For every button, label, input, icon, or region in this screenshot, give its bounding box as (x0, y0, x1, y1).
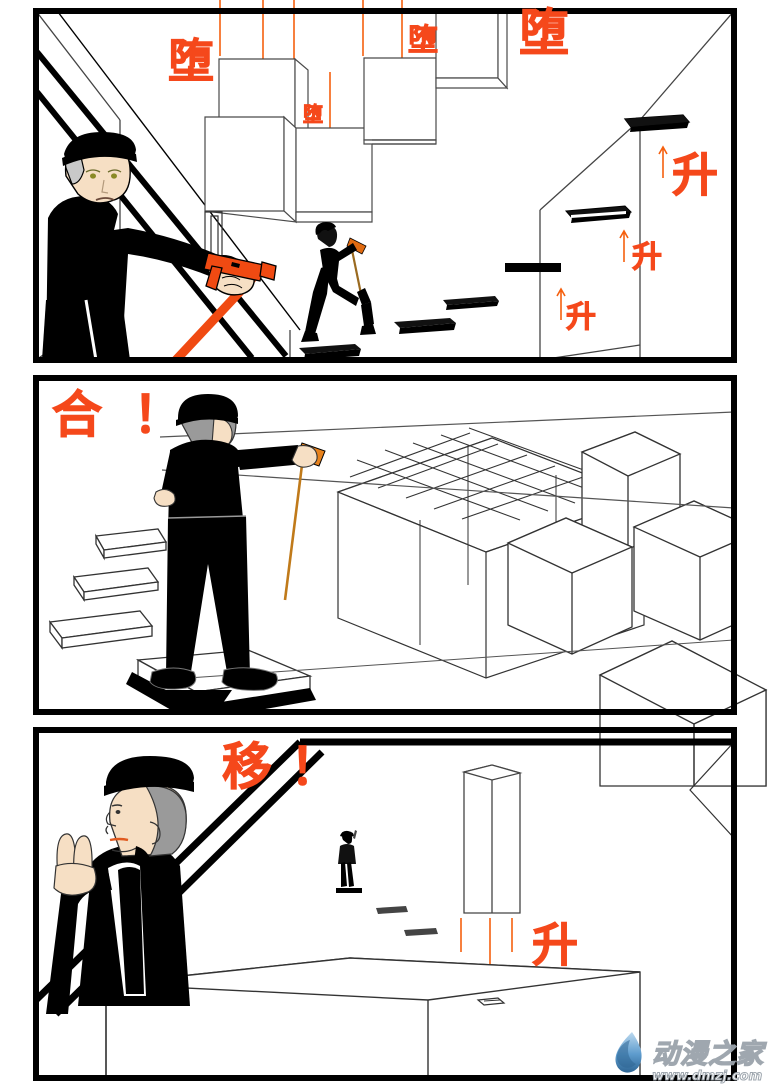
tower-motion-lines (460, 918, 513, 964)
floating-cubes (506, 431, 734, 655)
panel3-corner-line (689, 741, 734, 839)
sfx-sheng-3: 升 (566, 300, 597, 335)
sfx-duo-3: 堕 (408, 23, 439, 58)
floating-black-slabs (299, 114, 691, 360)
officer-back-view (149, 394, 326, 691)
sfx-sheng-4: 升 (532, 918, 579, 972)
watermark-flame-icon (615, 1032, 642, 1073)
sfx-yi: 移 (222, 738, 273, 796)
background-figure-with-baton (301, 222, 376, 342)
floating-stair-slabs (48, 528, 168, 650)
sfx-sheng-2: 升 (632, 240, 663, 275)
falling-blocks-cluster (204, 11, 509, 224)
panel-3-border (33, 727, 737, 1081)
panel-1-artwork (36, 0, 734, 360)
rising-tower-block (461, 764, 523, 914)
sfx-duo-2: 堕 (303, 102, 324, 126)
sfx-he-bang: ！ (133, 386, 184, 444)
platform-hatch (476, 997, 506, 1006)
sfx-yi-bang: ！ (290, 738, 341, 796)
panel-borders (33, 8, 737, 1081)
sfx-duo-4: 堕 (519, 4, 570, 62)
panel-2-artwork (48, 394, 768, 787)
grid-lines (349, 427, 631, 521)
sfx-he: 合 (52, 386, 103, 444)
site-watermark: 动漫之家 www.dmzj.com (651, 1039, 764, 1084)
tiny-distant-figure (336, 830, 362, 893)
large-ground-platform (105, 957, 641, 1078)
rise-arrows (556, 145, 668, 320)
watermark-url: www.dmzj.com (651, 1069, 763, 1084)
small-floating-slabs (376, 906, 438, 936)
panel-3-artwork (36, 738, 734, 1078)
sfx-sheng-1: 升 (672, 148, 719, 202)
panel-1-border (33, 8, 737, 363)
officer-profile-closeup (46, 756, 194, 1014)
sfx-duo-1: 堕 (168, 34, 215, 88)
panel-2-border (33, 375, 737, 715)
watermark-site-name: 动漫之家 (651, 1039, 764, 1070)
perspective-guides (159, 411, 734, 679)
foreground-officer-with-gun (42, 132, 277, 360)
watermark-text-group: 动漫之家 www.dmzj.com (651, 1039, 764, 1084)
